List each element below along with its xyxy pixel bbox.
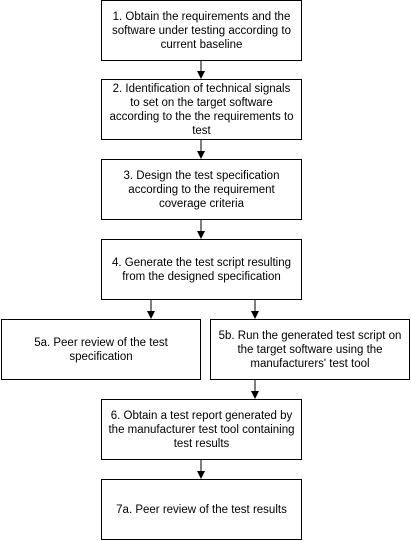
- step-2-label: 2. Identification of technical signals t…: [109, 82, 294, 137]
- step-5a-label: 5a. Peer review of the test specificatio…: [34, 336, 168, 363]
- step-1-box: 1. Obtain the requirements and the softw…: [101, 0, 302, 61]
- step-7a-box: 7a. Peer review of the test results: [101, 479, 302, 540]
- step-5b-label: 5b. Run the generated test script on the…: [218, 329, 402, 370]
- step-6-box: 6. Obtain a test report generated by the…: [101, 399, 302, 460]
- step-5b-box: 5b. Run the generated test script on the…: [210, 319, 410, 380]
- step-4-box: 4. Generate the test script resulting fr…: [101, 239, 302, 300]
- step-7a-label: 7a. Peer review of the test results: [116, 503, 287, 516]
- step-4-label: 4. Generate the test script resulting fr…: [112, 256, 291, 283]
- step-3-box: 3. Design the test specification accordi…: [101, 159, 302, 220]
- step-6-label: 6. Obtain a test report generated by the…: [108, 409, 295, 450]
- step-3-label: 3. Design the test specification accordi…: [123, 169, 280, 210]
- step-2-box: 2. Identification of technical signals t…: [101, 79, 302, 140]
- step-1-label: 1. Obtain the requirements and the softw…: [112, 10, 291, 51]
- step-5a-box: 5a. Peer review of the test specificatio…: [1, 319, 201, 380]
